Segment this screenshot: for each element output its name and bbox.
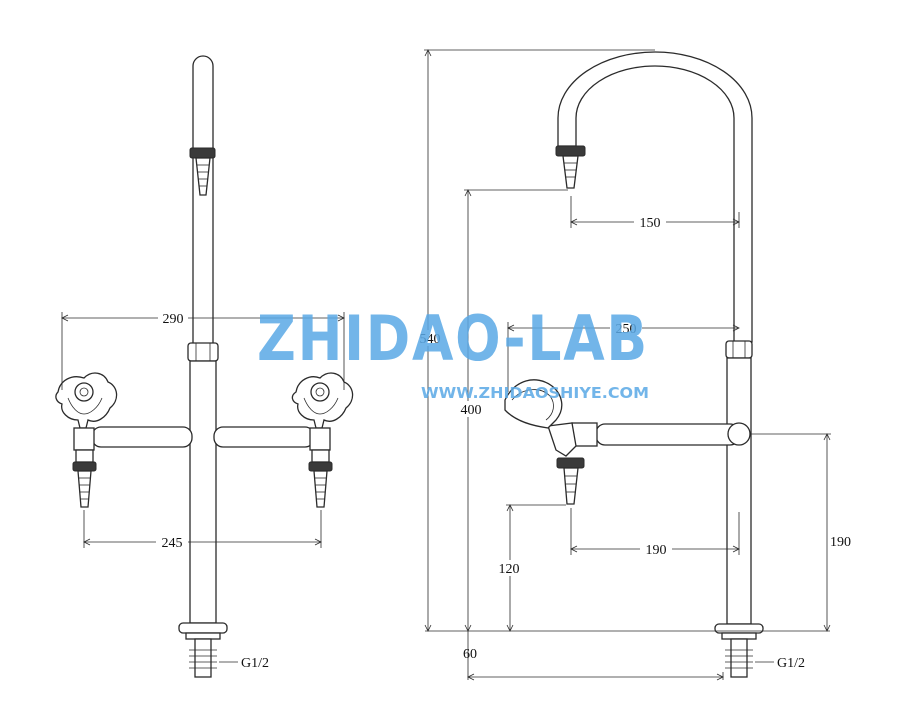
watermark-brand: ZHIDAO-LAB [257, 302, 649, 375]
dim-side-outlet-height-label: 120 [499, 562, 520, 577]
front-spout-tube [192, 55, 214, 346]
side-branch-arm [595, 423, 740, 446]
front-left-outlet-nozzle [77, 470, 92, 508]
front-right-outlet-collar [308, 461, 333, 472]
dim-base-offset [467, 631, 724, 681]
dim-valve-reach-label: 250 [616, 322, 637, 337]
front-right-valve [291, 372, 354, 508]
right-thread-label: G1/2 [777, 656, 805, 671]
front-left-outlet-collar [72, 461, 97, 472]
side-valve-body [547, 422, 577, 457]
front-hex-nut [187, 342, 219, 362]
dim-left-handle-span-label: 290 [163, 312, 184, 327]
left-thread-label: G1/2 [241, 656, 269, 671]
front-left-valve [55, 372, 118, 508]
side-threaded-shank [730, 638, 748, 678]
front-view: 290 245 G1/2 [55, 55, 354, 678]
front-threaded-shank [194, 638, 212, 678]
front-right-arm [213, 426, 315, 448]
dim-overall-height-label: 540 [420, 332, 441, 347]
side-outlet-nozzle [563, 467, 579, 505]
dim-left-handle-span [61, 312, 345, 390]
dim-left-outlet-span [83, 510, 322, 548]
front-left-arm [91, 426, 193, 448]
dim-spout-reach-label: 150 [640, 216, 661, 231]
front-base-flange [178, 622, 228, 634]
side-valve-handle [504, 379, 563, 429]
side-hex-nut [725, 340, 753, 359]
watermark: ZHIDAO-LAB WWW.ZHIDAOSHIYE.COM [257, 302, 649, 402]
side-spout-nozzle-collar [555, 145, 586, 157]
side-outlet-collar [556, 457, 585, 469]
dim-outlet-height-label: 400 [461, 403, 482, 418]
dim-left-outlet-span-label: 245 [162, 536, 183, 551]
watermark-url: WWW.ZHIDAOSHIYE.COM [421, 384, 649, 402]
side-spout-nozzle [562, 155, 579, 189]
dim-base-offset-label: 60 [463, 647, 477, 662]
side-base-flange [714, 623, 764, 634]
front-body-column [189, 360, 217, 624]
front-spout-nozzle-collar [189, 147, 216, 159]
side-branch-end-cap [727, 422, 751, 446]
side-body-column [726, 357, 752, 625]
front-right-outlet-nozzle [313, 470, 328, 508]
dim-side-outlet-reach-label: 190 [646, 543, 667, 558]
dim-valve-axis-height-label: 190 [830, 535, 851, 550]
side-gooseneck-spout [557, 51, 753, 343]
dim-valve-axis-height [750, 433, 831, 632]
side-view: 540 400 150 250 [418, 49, 851, 681]
